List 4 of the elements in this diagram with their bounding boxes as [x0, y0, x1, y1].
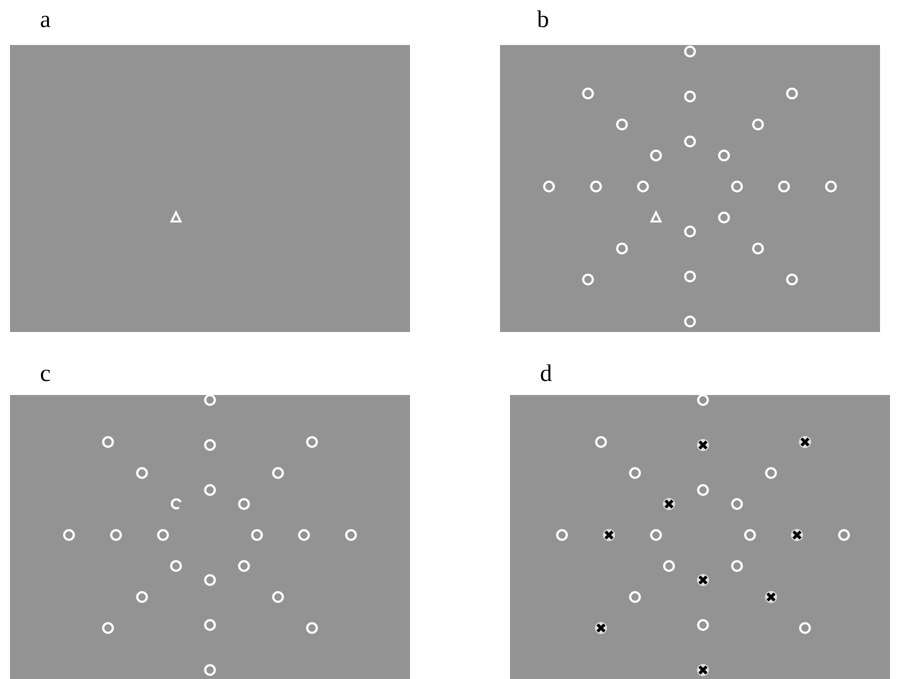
panel-label: b [537, 8, 549, 32]
panel-label: d [540, 362, 552, 386]
panel-label: a [40, 8, 51, 32]
panel-label: c [40, 362, 51, 386]
